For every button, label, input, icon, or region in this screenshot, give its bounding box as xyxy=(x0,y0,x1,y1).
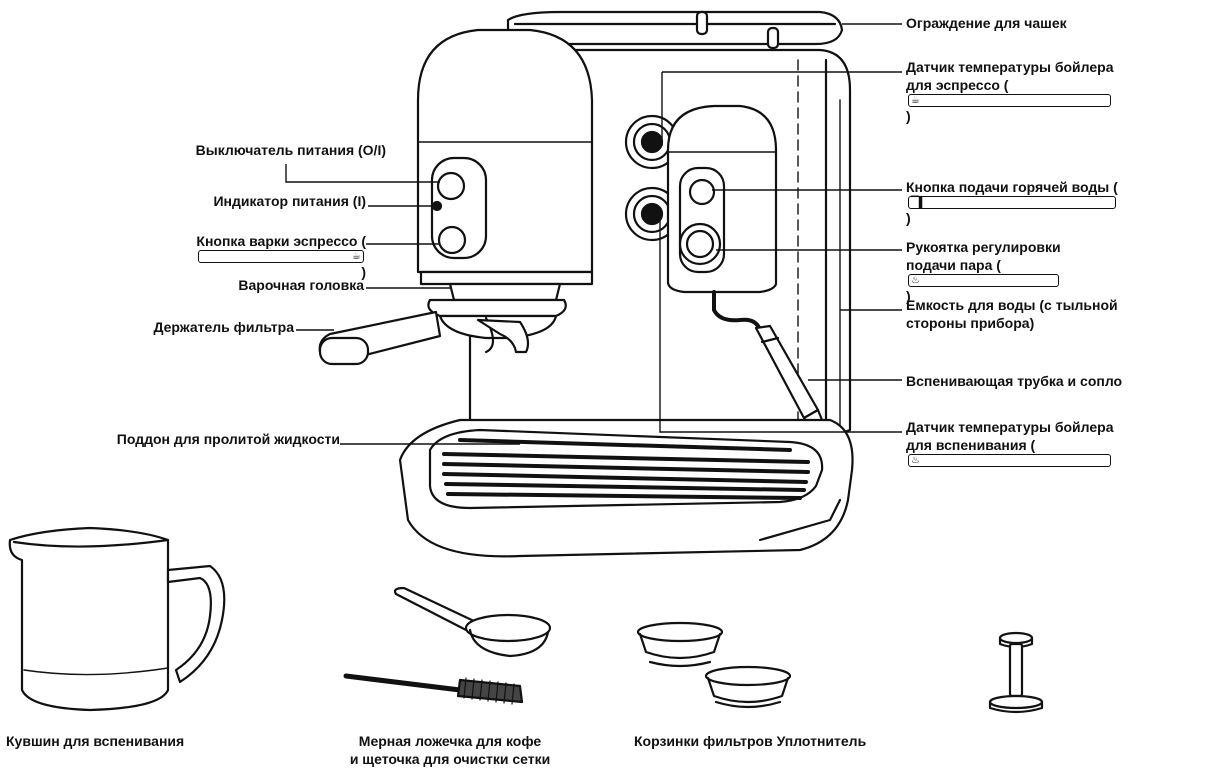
leader-power-switch xyxy=(285,164,440,183)
cup-icon: ☕ xyxy=(198,250,364,263)
filter-basket-double xyxy=(704,665,792,709)
power-indicator-light xyxy=(431,200,443,212)
tamper xyxy=(988,631,1044,714)
drip-tray xyxy=(398,418,854,558)
measuring-scoop xyxy=(393,586,552,658)
label-frothing-wand: Вспенивающая трубка и сопло xyxy=(906,373,1123,389)
frothing-wand xyxy=(712,290,824,428)
label-portafilter: Держатель фильтра xyxy=(153,319,294,335)
cup-icon: ☕ xyxy=(908,94,1112,107)
label-power-switch: Выключатель питания (O/I) xyxy=(195,142,386,158)
espresso-boiler-dome xyxy=(416,28,594,286)
label-cup-rail: Ограждение для чашек xyxy=(906,15,1067,31)
label-baskets-and-tamper: Корзинки фильтров Уплотнитель xyxy=(634,733,867,749)
label-brew-button: Кнопка варки эспрессо (☕) xyxy=(196,233,366,280)
label-water-tank: Емкость для воды (с тыльной стороны приб… xyxy=(906,297,1118,331)
filter-basket-single xyxy=(636,621,724,668)
label-pitcher: Кувшин для вспенивания xyxy=(6,733,185,749)
steam-boiler-dome xyxy=(666,104,778,294)
label-drip-tray: Поддон для пролитой жидкости xyxy=(116,431,340,447)
power-switch-knob[interactable] xyxy=(436,171,466,201)
cleaning-brush xyxy=(343,673,524,705)
steam-icon: ♨ xyxy=(908,454,1112,467)
leader-lines xyxy=(285,23,902,445)
label-froth-temp-sensor: Датчик температуры бойлера для вспениван… xyxy=(906,419,1114,467)
hot-water-icon: ▔▌ xyxy=(908,196,1116,209)
label-hot-water-button: Кнопка подачи горячей воды (▔▌) xyxy=(906,179,1118,226)
brew-button-knob[interactable] xyxy=(437,225,467,255)
label-espresso-temp-sensor: Датчик температуры бойлера для эспрессо … xyxy=(906,59,1114,124)
label-brew-head: Варочная головка xyxy=(238,277,364,293)
espresso-temperature-gauge xyxy=(624,114,680,170)
portafilter[interactable] xyxy=(318,310,558,366)
leader-froth-temp xyxy=(659,220,902,433)
steam-icon: ♨ xyxy=(908,274,1059,287)
label-scoop-and-brush: Мерная ложечка для кофе и щеточка для оч… xyxy=(349,733,551,767)
brew-head xyxy=(427,282,567,318)
label-steam-knob: Рукоятка регулировки подачи пара (♨) xyxy=(906,239,1061,304)
leader-espresso-temp xyxy=(661,71,902,146)
frothing-temperature-gauge xyxy=(624,186,680,242)
frothing-pitcher xyxy=(8,526,226,712)
hot-water-button-knob[interactable] xyxy=(688,178,716,206)
label-power-indicator: Индикатор питания (I) xyxy=(213,193,366,209)
